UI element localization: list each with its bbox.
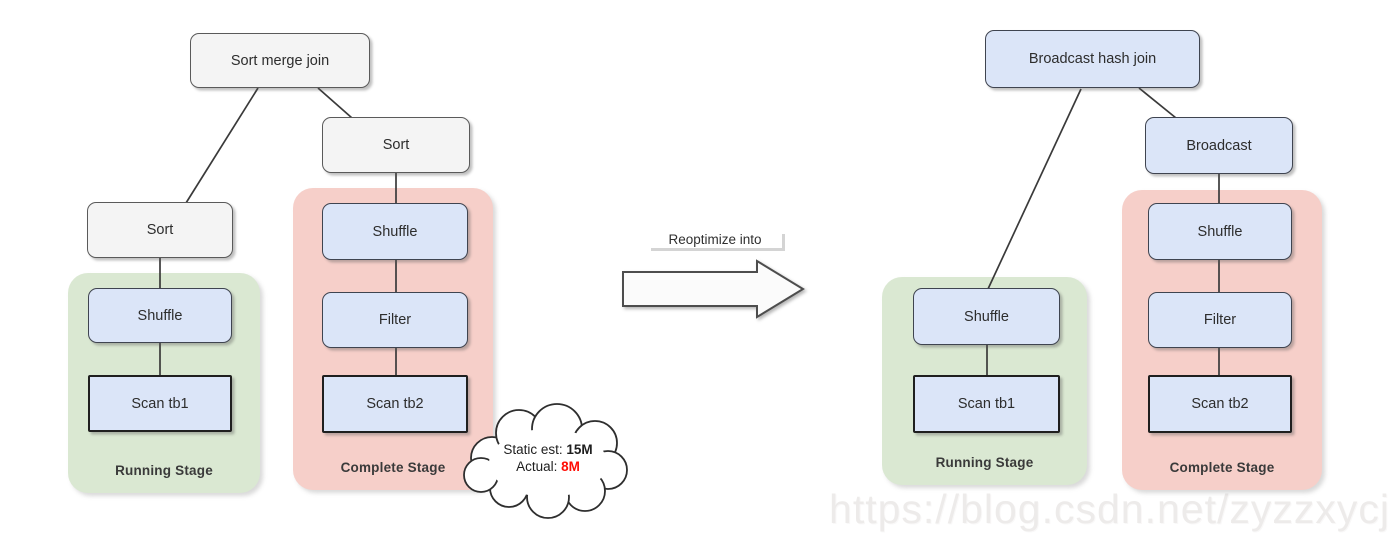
node-scan-tb2-right: Scan tb2	[1148, 375, 1292, 433]
node-shuffle-running-right-label: Shuffle	[964, 308, 1009, 325]
right-running-stage-label: Running Stage	[935, 455, 1034, 470]
reoptimize-arrow	[622, 259, 805, 319]
cloud-callout-text: Static est: 15M Actual: 8M	[468, 441, 628, 475]
node-sort-right-label: Sort	[382, 137, 410, 153]
node-shuffle-running-left: Shuffle	[88, 288, 232, 343]
node-scan-tb1-left: Scan tb1	[88, 375, 232, 432]
edge-bhj-to-shuffle-running	[987, 88, 1082, 290]
node-filter-left-label: Filter	[378, 312, 412, 328]
node-broadcast-hash-join-label: Broadcast hash join	[1028, 51, 1157, 67]
node-shuffle-complete-right: Shuffle	[1148, 203, 1292, 260]
left-running-stage-label: Running Stage	[115, 463, 213, 478]
node-broadcast: Broadcast	[1145, 117, 1293, 174]
node-shuffle-complete-left-label: Shuffle	[372, 223, 418, 240]
watermark-url: https://blog.csdn.net/zyzzxycj	[829, 486, 1388, 532]
node-filter-right-label: Filter	[1203, 312, 1237, 328]
right-complete-stage-label: Complete Stage	[1169, 460, 1275, 475]
node-broadcast-label: Broadcast	[1186, 137, 1252, 154]
node-sort-left-label: Sort	[146, 222, 174, 238]
node-sort-right: Sort	[322, 117, 470, 173]
edge-smj-to-sort-left	[185, 87, 259, 204]
cloud-actual-line: Actual: 8M	[516, 459, 580, 474]
node-scan-tb1-left-label: Scan tb1	[131, 395, 189, 412]
node-sort-merge-join-label: Sort merge join	[230, 52, 330, 69]
node-broadcast-hash-join: Broadcast hash join	[985, 30, 1200, 88]
node-filter-right: Filter	[1148, 292, 1292, 348]
node-shuffle-complete-left: Shuffle	[322, 203, 468, 260]
node-shuffle-complete-right-label: Shuffle	[1197, 223, 1243, 240]
edge-smj-to-sort-right	[317, 87, 353, 119]
edge-bhj-to-broadcast	[1138, 87, 1177, 119]
node-scan-tb2-left: Scan tb2	[322, 375, 468, 433]
cloud-callout-shape	[463, 403, 628, 519]
node-sort-left: Sort	[87, 202, 233, 258]
reoptimize-label: Reoptimize into	[648, 231, 782, 248]
left-complete-stage-label: Complete Stage	[340, 460, 446, 475]
node-scan-tb2-left-label: Scan tb2	[366, 396, 424, 412]
node-shuffle-running-right: Shuffle	[913, 288, 1060, 345]
node-filter-left: Filter	[322, 292, 468, 348]
node-scan-tb1-right: Scan tb1	[913, 375, 1060, 433]
node-shuffle-running-left-label: Shuffle	[137, 307, 183, 324]
node-sort-merge-join: Sort merge join	[190, 33, 370, 88]
node-scan-tb1-right-label: Scan tb1	[957, 396, 1016, 412]
node-scan-tb2-right-label: Scan tb2	[1191, 396, 1249, 412]
cloud-static-estimate-line: Static est: 15M	[503, 442, 593, 457]
